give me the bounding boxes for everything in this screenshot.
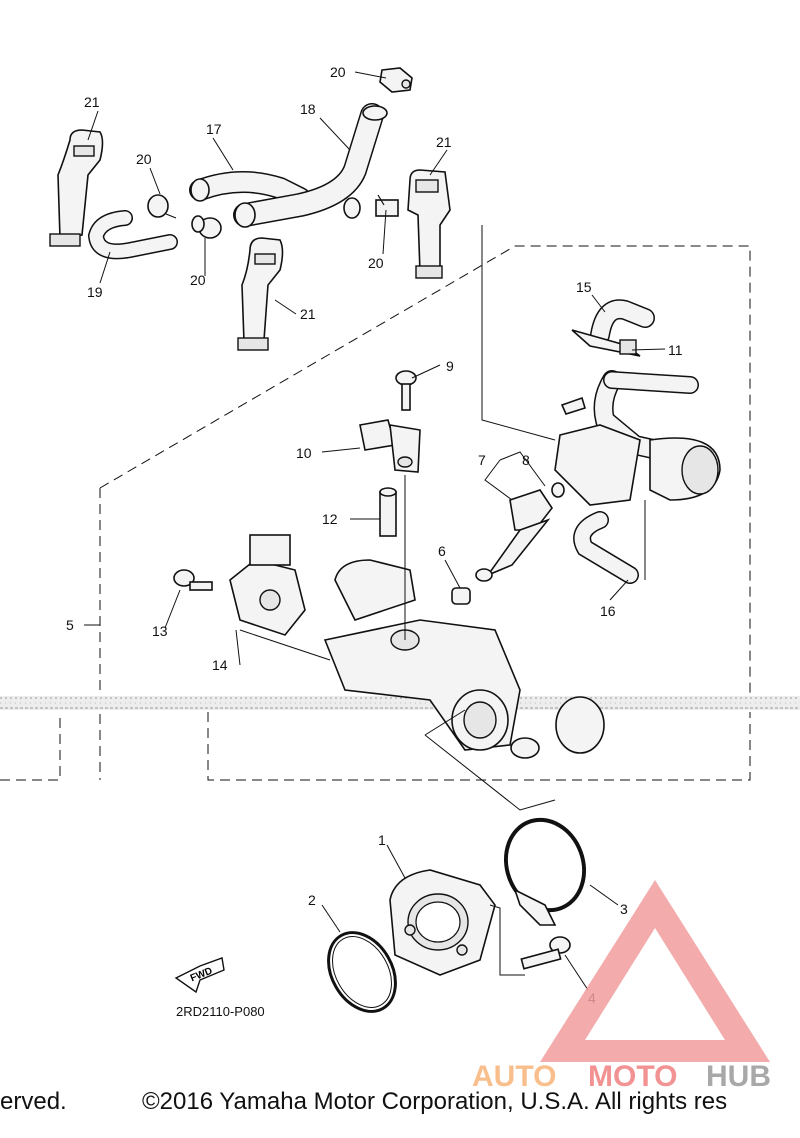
watermark-moto: MOTO <box>588 1060 677 1093</box>
callout-7: 7 <box>478 452 486 468</box>
callout-18: 18 <box>300 101 316 117</box>
air-valve-assembly <box>554 370 721 506</box>
bracket-21-left <box>49 129 104 247</box>
clip-20-top <box>379 67 413 93</box>
automotohub-watermark: AUTO MOTO HUB <box>472 880 771 1093</box>
callout-20-right: 20 <box>368 255 384 271</box>
throttle-body <box>323 559 605 759</box>
oring-8 <box>551 482 565 498</box>
callout-5: 5 <box>66 617 74 633</box>
hose-18 <box>233 103 388 228</box>
callouts: 21 20 17 18 20 21 20 20 19 21 15 11 9 10… <box>66 64 683 1006</box>
scan-noise-band <box>0 696 800 710</box>
hose-19 <box>87 210 178 260</box>
callout-16: 16 <box>600 603 616 619</box>
plate-11 <box>571 329 641 357</box>
oring-2 <box>327 931 397 1013</box>
callout-9: 9 <box>446 358 454 374</box>
callout-15: 15 <box>576 279 592 295</box>
callout-2: 2 <box>308 892 316 908</box>
bolt-9 <box>395 370 417 411</box>
fwd-arrow-icon: FWD <box>174 957 225 994</box>
callout-11: 11 <box>668 342 683 358</box>
injector-7 <box>475 489 553 582</box>
callout-21-left: 21 <box>84 94 100 110</box>
bolt-4 <box>520 936 571 970</box>
clamp-20-b <box>191 215 222 239</box>
callout-20-top: 20 <box>330 64 346 80</box>
hose-15 <box>590 299 655 345</box>
callout-3: 3 <box>620 901 628 917</box>
bracket-21-middle <box>237 237 284 351</box>
callout-20-b: 20 <box>190 272 206 288</box>
callout-6: 6 <box>438 543 446 559</box>
fwd-label: FWD <box>189 966 214 985</box>
callout-12: 12 <box>322 511 338 527</box>
leader-lines <box>84 71 666 991</box>
clamp-band-3 <box>503 817 587 926</box>
clamp-20-a <box>147 194 177 219</box>
callout-13: 13 <box>152 623 168 639</box>
callout-21-middle: 21 <box>300 306 316 322</box>
callout-14: 14 <box>212 657 228 673</box>
watermark-hub: HUB <box>706 1060 771 1093</box>
callout-20-a: 20 <box>136 151 152 167</box>
copyright-text: ©2016 Yamaha Motor Corporation, U.S.A. A… <box>142 1088 728 1115</box>
assembly-boundary <box>0 245 751 781</box>
clip-20-right <box>375 194 399 217</box>
collar-6 <box>451 587 471 605</box>
throttle-sensor-14 <box>229 534 306 636</box>
callout-8: 8 <box>522 452 530 468</box>
watermark-auto: AUTO <box>472 1060 556 1093</box>
footer: erved. ©2016 Yamaha Motor Corporation, U… <box>0 1088 800 1124</box>
joint-1 <box>389 869 496 976</box>
hose-17 <box>189 171 311 209</box>
hose-16 <box>573 511 639 584</box>
bracket-21-right <box>407 169 451 279</box>
pin-12 <box>379 487 397 537</box>
callout-1: 1 <box>378 832 386 848</box>
callout-17: 17 <box>206 121 222 137</box>
callout-10: 10 <box>296 445 312 461</box>
callout-19: 19 <box>87 284 103 300</box>
sensor-10 <box>359 419 421 473</box>
part-code: 2RD2110-P080 <box>176 1004 265 1019</box>
callout-21-right: 21 <box>436 134 452 150</box>
footer-left-text: erved. <box>0 1088 67 1115</box>
screw-13 <box>173 569 213 591</box>
watermark-triangle-icon <box>540 880 770 1062</box>
